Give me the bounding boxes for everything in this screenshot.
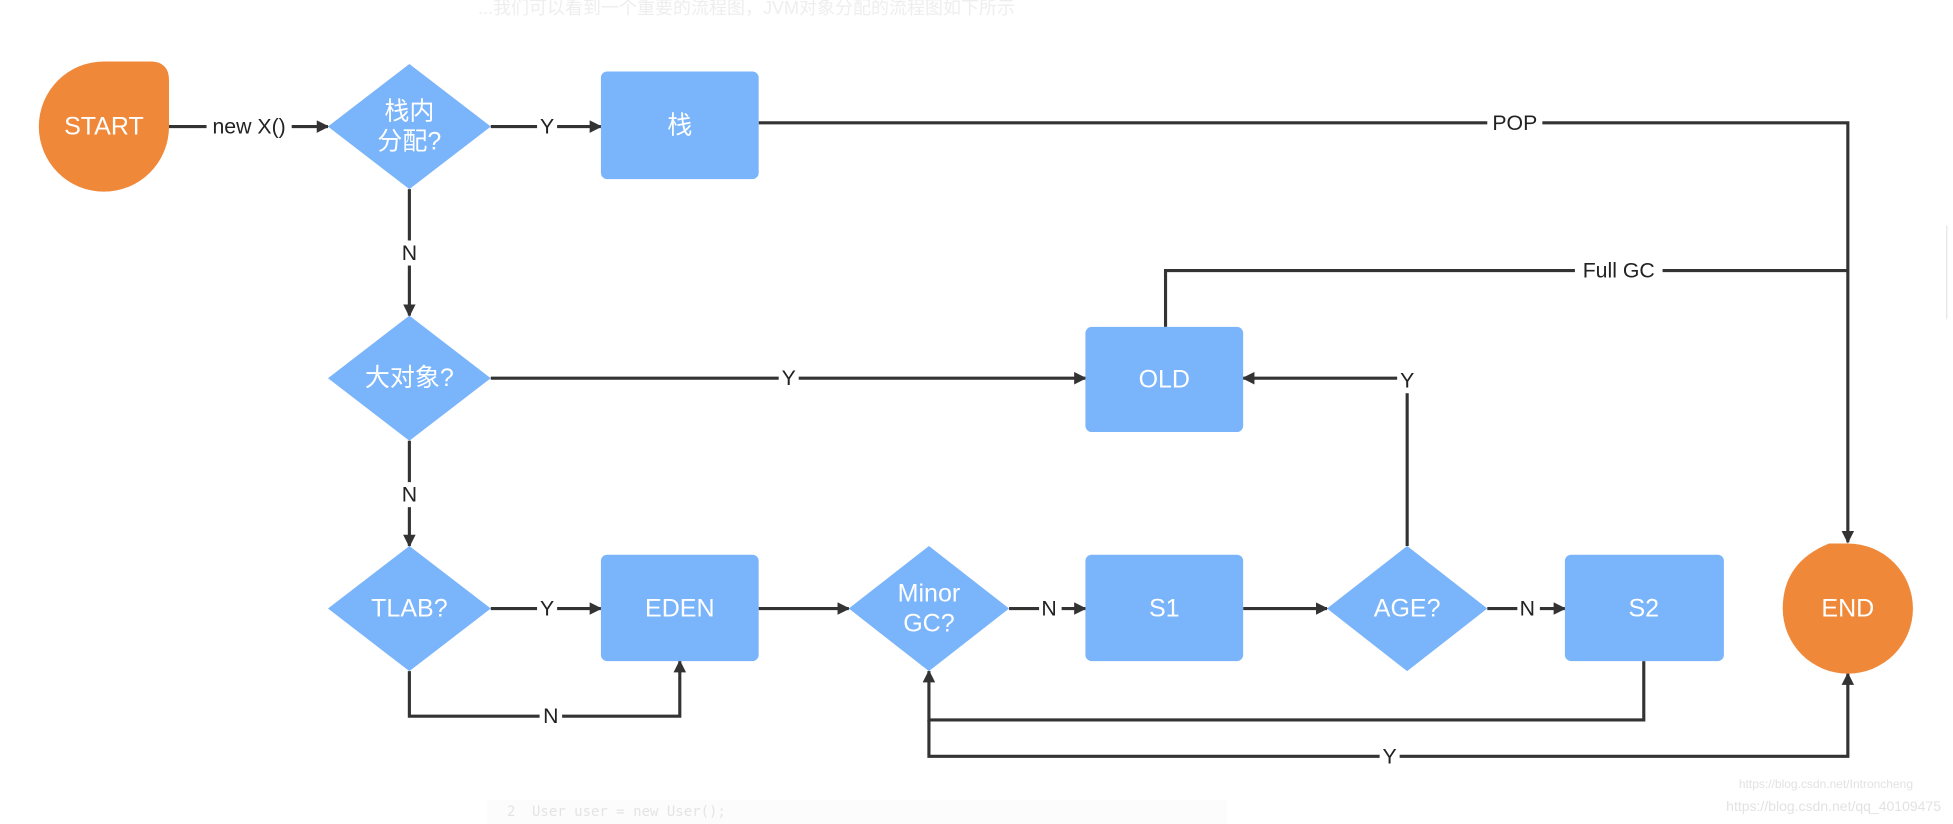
node-end: END	[1782, 543, 1913, 674]
code-line: User user = new User();	[532, 804, 726, 820]
node-eden: EDEN	[600, 554, 759, 662]
node-label-line1: 栈内	[384, 98, 434, 126]
node-tlab-decision: TLAB?	[328, 545, 491, 672]
node-s1: S1	[1085, 554, 1244, 662]
edge-label: N	[1520, 597, 1535, 621]
edge-stack-pop: POP	[758, 110, 1855, 544]
edge-old-full-gc: Full GC	[1163, 258, 1848, 327]
code-line-number: 2	[507, 804, 516, 820]
background-code-snippet: 2 User user = new User();	[487, 800, 1227, 824]
svg-text:栈: 栈	[667, 111, 692, 139]
edge-label: Y	[1400, 369, 1414, 393]
edge-tlab-no: N	[407, 659, 687, 729]
node-label-line2: 分配?	[377, 128, 441, 156]
node-minor-gc-decision: Minor GC?	[848, 545, 1010, 672]
svg-text:AGE?: AGE?	[1374, 595, 1441, 623]
edge-label: Y	[1383, 744, 1397, 768]
edge-minor-gc-yes: Y	[927, 672, 1855, 769]
edge-stack-alloc-yes: Y	[490, 114, 603, 140]
edge-start-to-stack-alloc: new X()	[169, 114, 330, 140]
edge-label: Y	[540, 597, 554, 621]
edge-minor-gc-no: N	[1009, 596, 1087, 622]
edge-label: N	[402, 483, 417, 507]
svg-text:TLAB?: TLAB?	[371, 595, 447, 623]
svg-text:S2: S2	[1628, 595, 1659, 623]
node-stack-alloc-decision: 栈内 分配?	[328, 63, 491, 190]
node-s2: S2	[1564, 554, 1724, 662]
edge-label: Full GC	[1583, 259, 1655, 283]
node-big-object-decision: 大对象?	[328, 315, 491, 441]
edge-age-yes: Y	[1241, 368, 1418, 546]
node-label-line2: GC?	[903, 610, 954, 638]
svg-text:S1: S1	[1149, 595, 1180, 623]
edge-s2-to-minor-gc	[922, 661, 1646, 722]
svg-text:OLD: OLD	[1139, 365, 1190, 393]
edge-label: Y	[782, 366, 796, 390]
edge-label: N	[402, 241, 417, 265]
node-old: OLD	[1085, 326, 1244, 433]
edge-stack-alloc-no: N	[398, 189, 421, 317]
edge-label: N	[1041, 597, 1056, 621]
watermark: https://blog.csdn.net/Introncheng	[1738, 777, 1913, 791]
background-text: ...我们可以看到一个重要的流程图，JVM对象分配的流程图如下所示	[478, 0, 1016, 18]
svg-text:START: START	[64, 113, 144, 141]
node-age-decision: AGE?	[1327, 545, 1488, 672]
svg-text:EDEN: EDEN	[645, 595, 715, 623]
svg-text:大对象?: 大对象?	[365, 364, 454, 392]
node-start: START	[38, 61, 170, 192]
edge-big-object-no: N	[398, 440, 421, 548]
edge-label: new X()	[212, 115, 285, 139]
edge-age-no: N	[1487, 596, 1567, 622]
edge-label: N	[543, 704, 558, 728]
node-label-line1: Minor	[898, 580, 961, 608]
edge-label: POP	[1492, 111, 1537, 135]
edge-label: Y	[540, 115, 554, 139]
svg-text:END: END	[1821, 595, 1874, 623]
watermark: https://blog.csdn.net/qq_40109475	[1726, 798, 1941, 814]
edge-big-object-yes: Y	[490, 365, 1087, 391]
node-stack: 栈	[600, 71, 759, 180]
edge-tlab-yes: Y	[490, 596, 603, 622]
